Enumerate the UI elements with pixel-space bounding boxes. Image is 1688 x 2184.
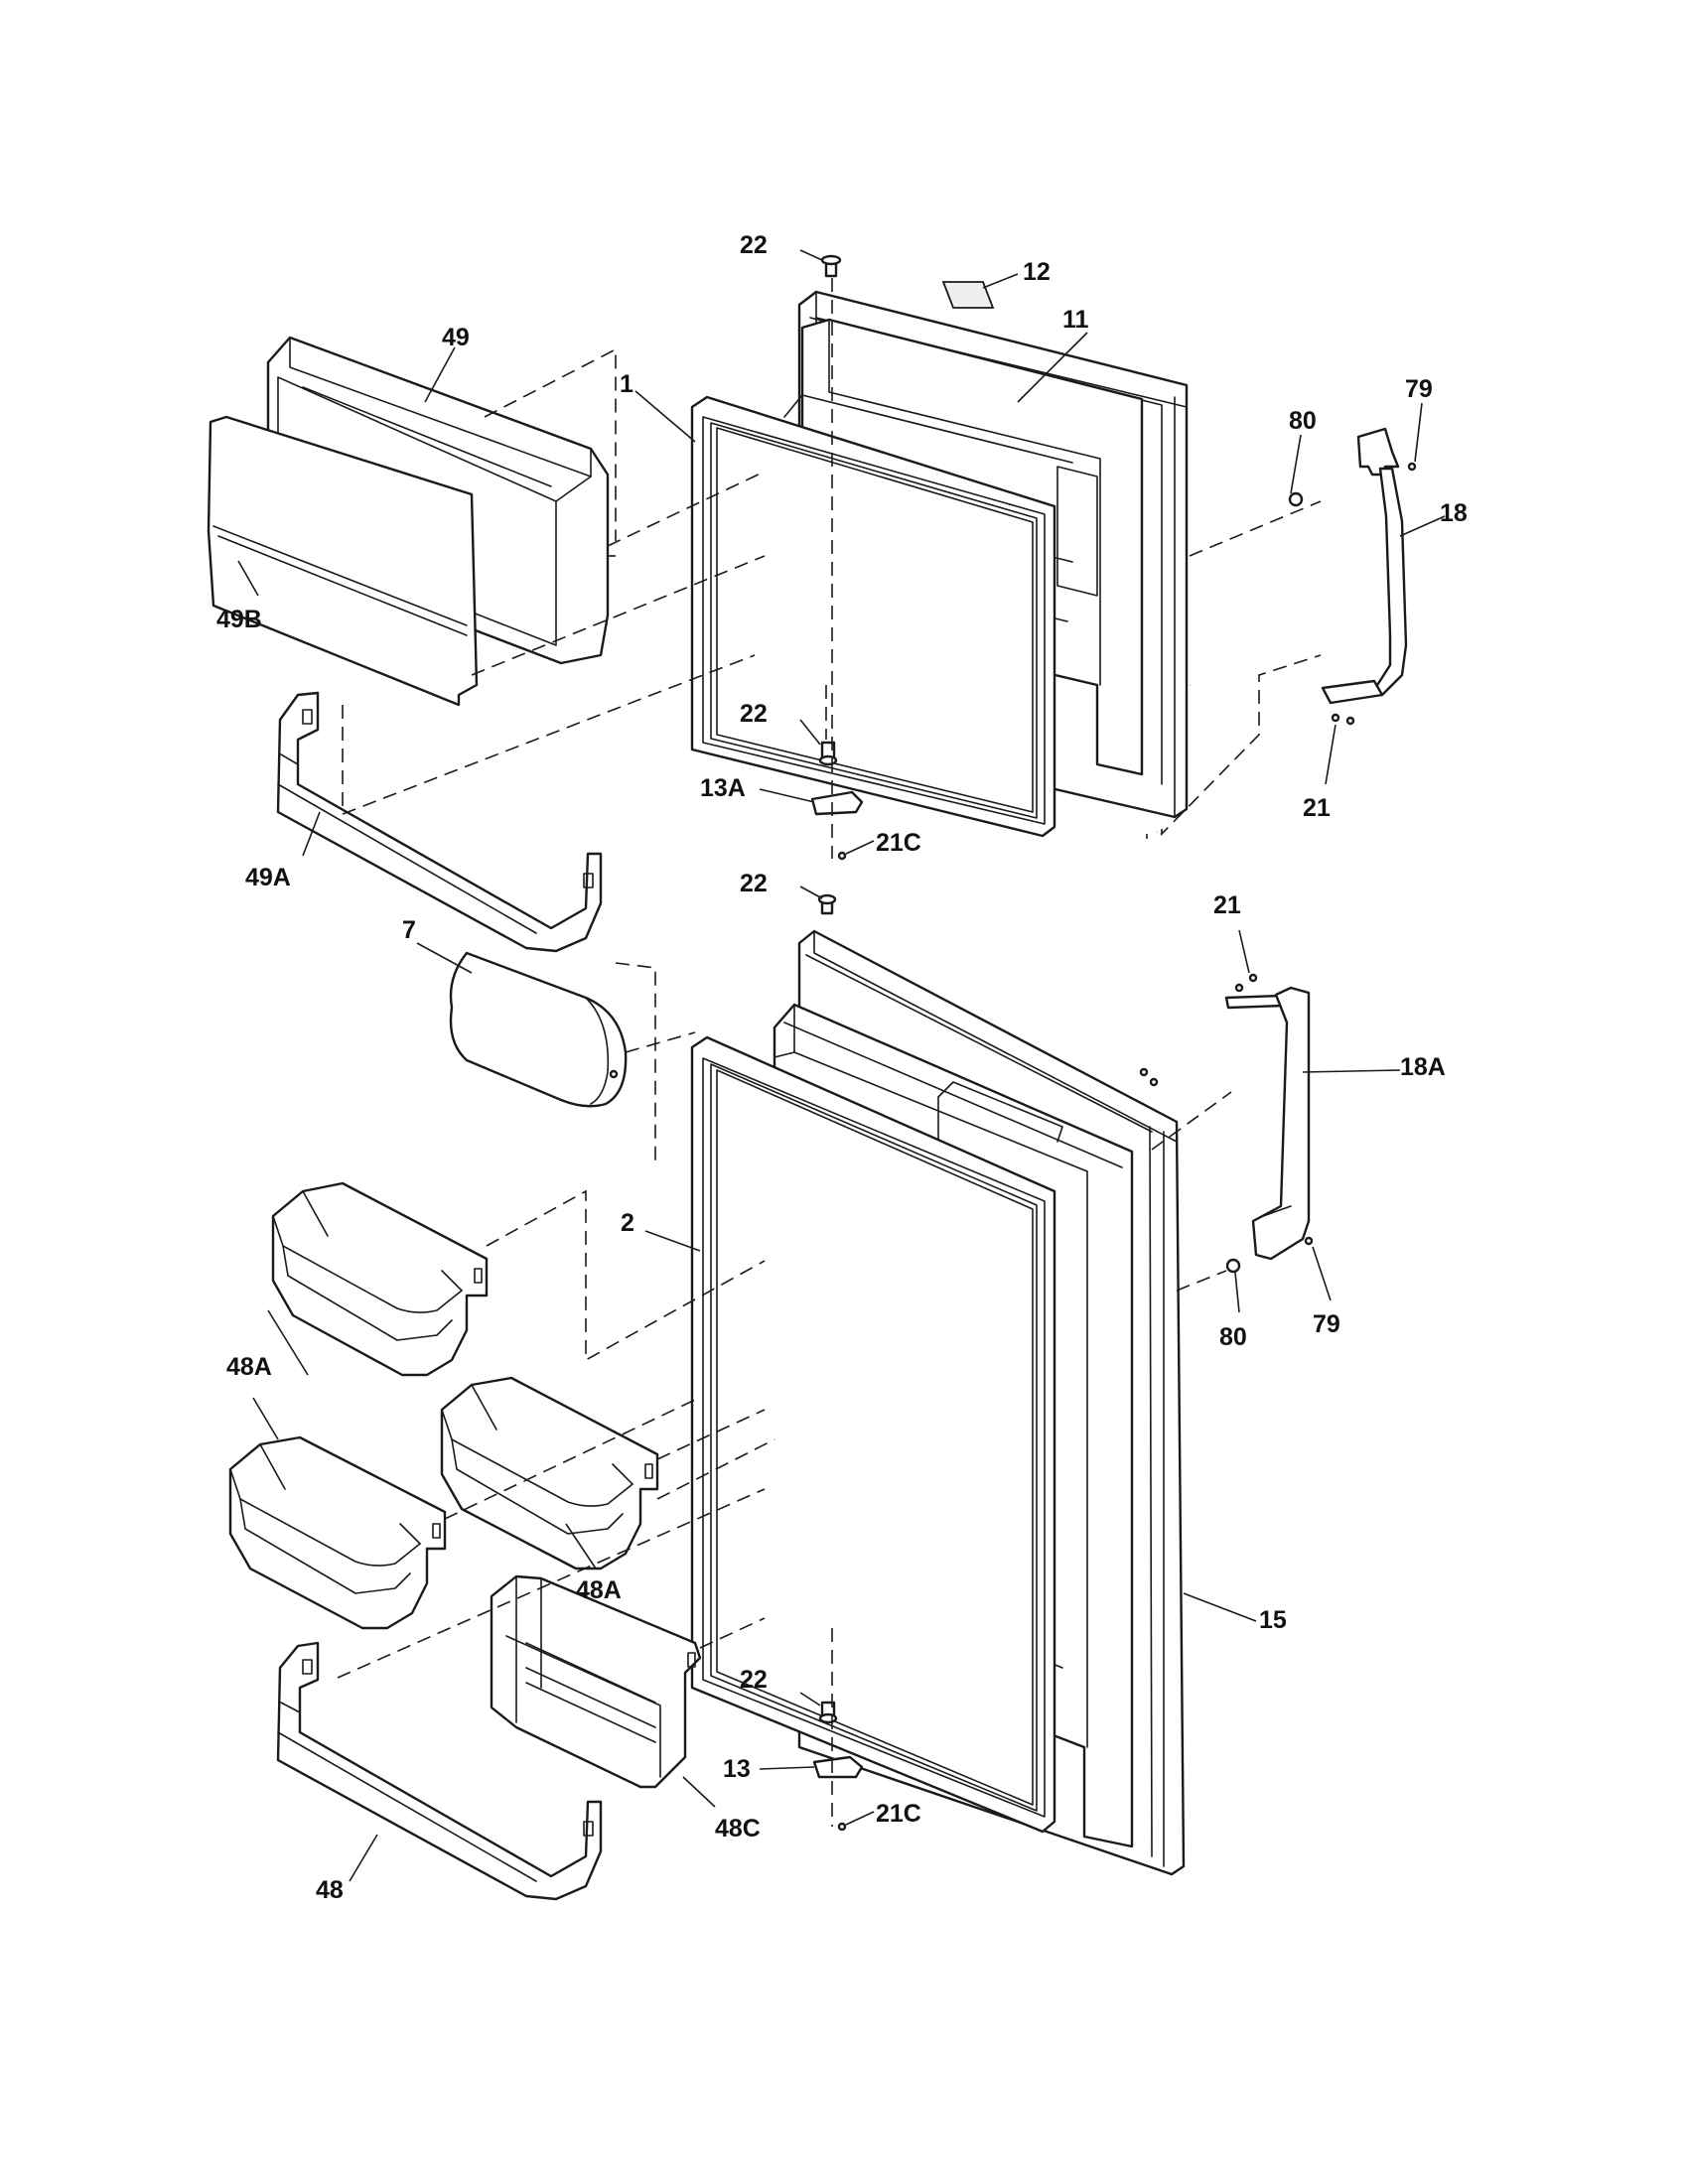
screw-21C-bottom xyxy=(837,1822,847,1832)
handle-spacer-80-top xyxy=(1288,491,1304,507)
callout-labels: 22 12 11 49 1 80 79 18 49B 22 13A 21C 21… xyxy=(216,231,1468,1904)
fresh-food-handle xyxy=(1224,973,1314,1274)
freezer-handle xyxy=(1288,427,1417,726)
hinge-pin-22-bottom xyxy=(818,1701,838,1724)
callout-1: 1 xyxy=(620,370,633,398)
callout-79-lower: 79 xyxy=(1313,1310,1340,1338)
screw-21C-top xyxy=(837,851,847,861)
fresh-food-door-gasket xyxy=(690,1035,1056,1834)
callout-22-bottom: 22 xyxy=(740,1666,768,1694)
callout-13A: 13A xyxy=(700,774,746,802)
freezer-shelf-cover xyxy=(207,415,479,707)
door-bin-48A-right xyxy=(440,1376,659,1570)
dairy-compartment-7 xyxy=(449,951,628,1108)
hinge-13 xyxy=(812,1755,864,1779)
hinge-pin-22-mid xyxy=(818,741,838,766)
callout-21-lower: 21 xyxy=(1213,891,1241,919)
freezer-door-bin-49A xyxy=(276,691,603,953)
callout-79-top: 79 xyxy=(1405,375,1433,403)
callout-80-lower: 80 xyxy=(1219,1323,1247,1351)
freezer-door-gasket xyxy=(690,395,1056,838)
callout-12: 12 xyxy=(1023,258,1051,286)
hinge-pin-22-lower xyxy=(817,893,837,915)
callout-21-top: 21 xyxy=(1303,794,1331,822)
callout-80-top: 80 xyxy=(1289,407,1317,435)
callout-48A-right: 48A xyxy=(576,1576,622,1604)
door-bin-48A-lower xyxy=(228,1435,447,1630)
callout-21C-bottom: 21C xyxy=(876,1800,921,1828)
door-bin-48A-upper xyxy=(271,1181,489,1377)
callout-leaders xyxy=(237,249,1446,1882)
callout-18: 18 xyxy=(1440,499,1468,527)
hinge-13A xyxy=(810,790,864,816)
freezer-door-label xyxy=(941,281,995,309)
callout-13: 13 xyxy=(723,1755,751,1783)
screw-79-lower xyxy=(1304,1236,1314,1246)
callout-15: 15 xyxy=(1259,1606,1287,1634)
freezer-door-assembly xyxy=(690,254,1189,861)
callout-22-top: 22 xyxy=(740,231,768,259)
screw-79-top xyxy=(1407,462,1417,472)
callout-48A-left: 48A xyxy=(226,1353,272,1381)
callout-21C-top: 21C xyxy=(876,829,921,857)
callout-7: 7 xyxy=(402,916,416,944)
callout-2: 2 xyxy=(621,1209,634,1237)
door-bin-48C xyxy=(490,1574,702,1789)
callout-22-lower: 22 xyxy=(740,870,768,897)
callout-49B: 49B xyxy=(216,606,262,633)
callout-48: 48 xyxy=(316,1876,344,1904)
callout-49A: 49A xyxy=(245,864,291,891)
fresh-food-door-assembly xyxy=(690,893,1186,1876)
callout-22-mid: 22 xyxy=(740,700,768,728)
handle-spacer-80-lower xyxy=(1225,1258,1241,1274)
door-bin-48 xyxy=(276,1641,603,1901)
callout-49: 49 xyxy=(442,324,470,351)
callout-48C: 48C xyxy=(715,1815,761,1843)
callout-18A: 18A xyxy=(1400,1053,1446,1081)
callout-11: 11 xyxy=(1062,306,1089,334)
hinge-pin-22-top xyxy=(820,254,842,278)
